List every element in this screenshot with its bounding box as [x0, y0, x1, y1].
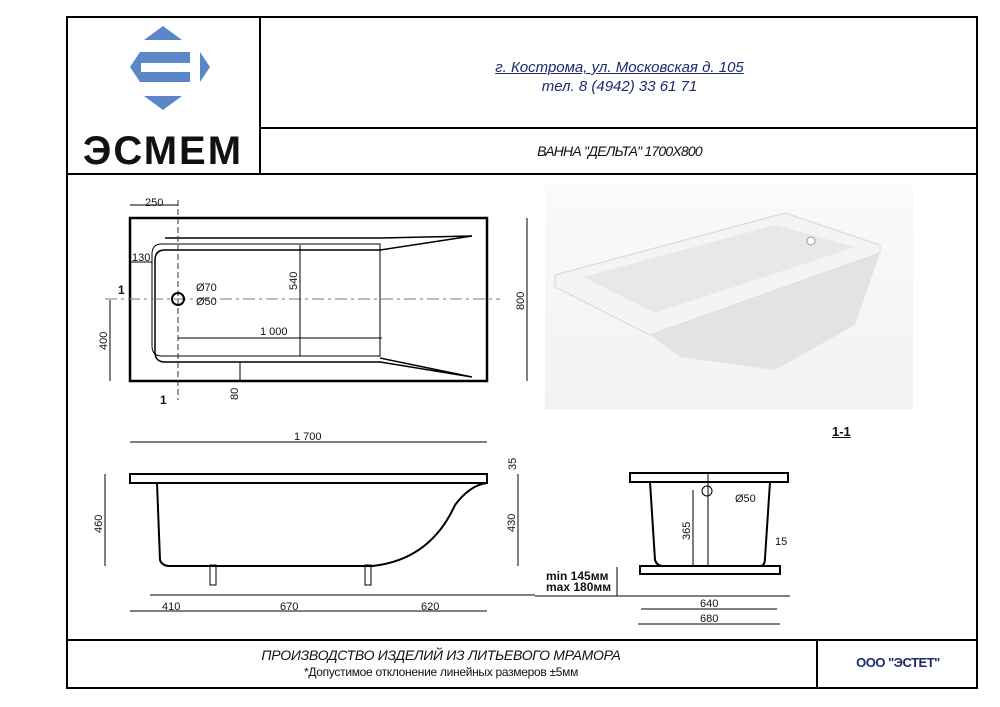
dim-50: Ø50 [196, 296, 217, 308]
brand-name: ЭСМЕМ [82, 129, 244, 173]
section-mark-bottom: 1 [160, 393, 167, 407]
dim-800: 800 [515, 292, 527, 310]
section-label: 1-1 [832, 424, 851, 439]
company-name: ООО "ЭСТЕТ" [856, 655, 940, 670]
footer-note: *Допустимое отклонение линейных размеров… [303, 665, 579, 679]
leg-min: min 145мм [546, 569, 609, 583]
dim-1700: 1 700 [294, 431, 322, 443]
contact-info: г. Кострома, ул. Московская д. 105 тел. … [261, 58, 978, 96]
phone-text: тел. 8 (4942) 33 61 71 [541, 78, 698, 95]
dim-35: 35 [507, 458, 519, 470]
dim-250: 250 [145, 197, 163, 209]
header-divider [261, 127, 978, 129]
section-dim-15: 15 [775, 536, 787, 548]
dim-400: 400 [98, 332, 110, 350]
logo-cell [66, 16, 261, 175]
section-dim-640: 640 [700, 598, 718, 610]
dim-460: 460 [93, 515, 105, 533]
header-bottom-line [261, 173, 978, 175]
drawing-frame [66, 16, 978, 689]
dim-70: Ø70 [196, 282, 217, 294]
product-title: ВАННА "ДЕЛЬТА" 1700X800 [537, 143, 703, 159]
dim-1000: 1 000 [260, 326, 288, 338]
section-dim-365: 365 [681, 522, 693, 540]
footer-column-divider [816, 639, 818, 689]
footer-main-text: ПРОИЗВОДСТВО ИЗДЕЛИЙ ИЗ ЛИТЬЕВОГО МРАМОР… [261, 647, 621, 663]
dim-540: 540 [288, 272, 300, 290]
dim-410: 410 [162, 601, 180, 613]
dim-620: 620 [421, 601, 439, 613]
section-mark-top: 1 [118, 283, 125, 297]
section-dim-680: 680 [700, 613, 718, 625]
dim-430: 430 [506, 514, 518, 532]
dim-670: 670 [280, 601, 298, 613]
dimension-labels: 250 130 Ø70 Ø50 1 000 540 400 80 800 1 1… [93, 197, 787, 625]
footer-divider [66, 639, 978, 641]
section-dim-50: Ø50 [735, 493, 756, 505]
dim-80: 80 [229, 388, 241, 400]
address-link[interactable]: г. Кострома, ул. Московская д. 105 [495, 59, 744, 76]
leg-max: max 180мм [546, 580, 611, 594]
dim-130: 130 [132, 252, 150, 264]
bathtub-render-image [545, 185, 913, 410]
